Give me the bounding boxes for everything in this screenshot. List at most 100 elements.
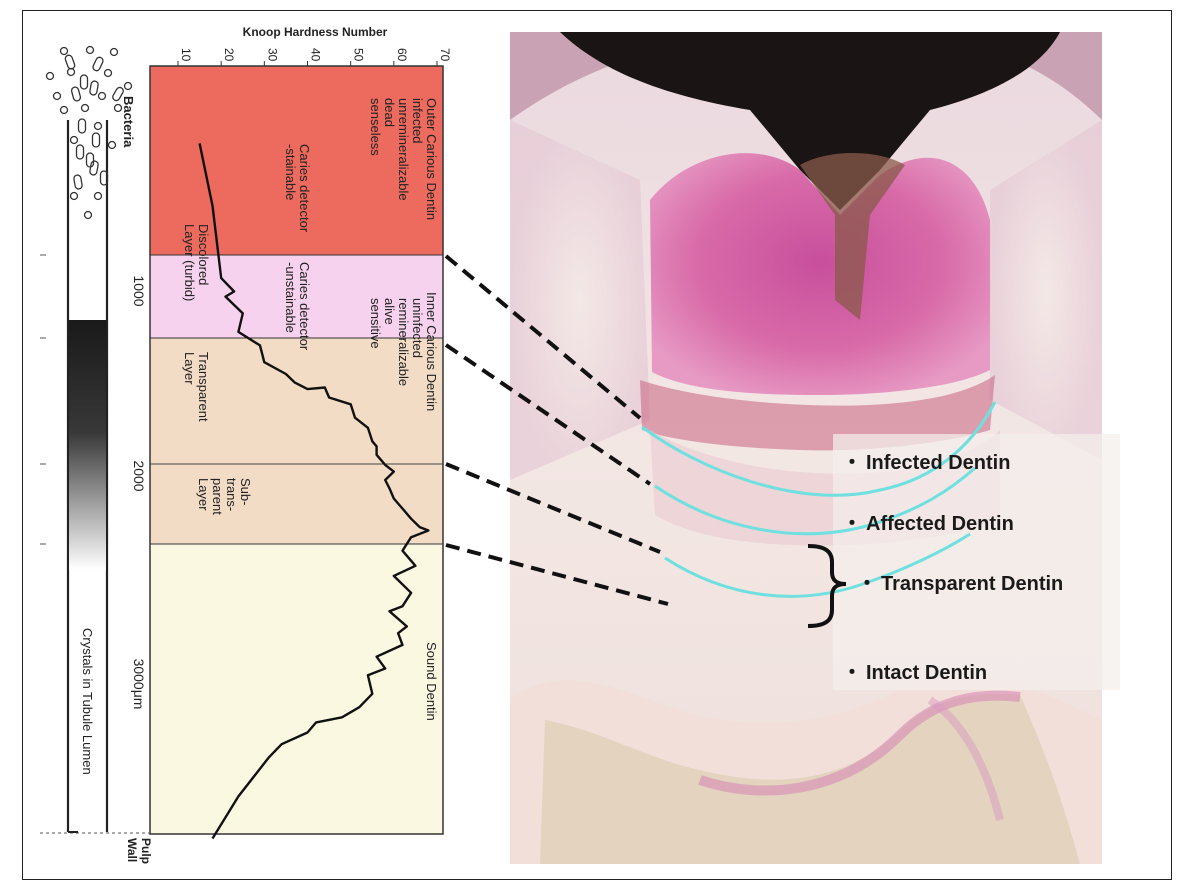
bacterium [97, 91, 107, 101]
outer-line-3: dead [382, 98, 397, 127]
depth-axis: 1000 2000 3000μm [40, 254, 150, 834]
outer-line-4: senseless [368, 98, 383, 156]
label-intact-dentin: ・Intact Dentin [842, 662, 988, 684]
bacterium [103, 68, 113, 78]
tooth-photo [510, 32, 1102, 864]
bacterium [85, 45, 95, 55]
pulp-wall-label-1: Pulp [139, 838, 153, 864]
bacteria-cluster [45, 45, 133, 220]
outer-stain-2: -stainable [283, 144, 298, 200]
hardness-curve [198, 143, 430, 840]
knoop-tick-label: 40 [309, 48, 323, 62]
label-infected-dentin: ・Infected Dentin [842, 452, 1011, 474]
bacterium [112, 86, 124, 102]
connector-infected [444, 254, 642, 420]
depth-tick-3000: 3000μm [131, 659, 147, 710]
discolored-stain-2: -unstainable [283, 262, 298, 333]
bacterium [70, 86, 82, 102]
zone-sound [150, 544, 443, 834]
subtransparent-line-4: Layer [196, 478, 211, 511]
knoop-tick-label: 10 [179, 48, 193, 62]
hardness-chart: 10 20 30 40 50 60 70 Knoop Hardness Number [149, 25, 452, 840]
inner-title: Inner Carious Dentin [424, 292, 439, 411]
depth-tick-2000: 2000 [131, 460, 147, 491]
bacterium [83, 210, 93, 220]
discolored-line-2: Layer (turbid) [182, 224, 197, 301]
bacterium [91, 132, 101, 148]
outer-line-2: unremineralizable [396, 98, 411, 201]
zone-discolored [150, 255, 443, 338]
knoop-tick-label: 50 [352, 48, 366, 62]
boundary-affected-line [654, 466, 976, 536]
bacterium [99, 170, 109, 186]
connector-sound [445, 543, 669, 606]
subtransparent-line-3: parent [210, 478, 225, 515]
subtransparent-line-1: Sub- [238, 478, 253, 505]
inner-line-3: alive [382, 298, 397, 325]
chart-border [149, 65, 444, 835]
bacterium [93, 191, 103, 201]
label-affected-dentin: ・Affected Dentin [842, 513, 1014, 535]
bacterium [92, 56, 104, 72]
bacterium [59, 46, 69, 56]
depth-tick-1000: 1000 [131, 275, 147, 306]
chart-title: Knoop Hardness Number [243, 25, 388, 39]
outer-line-1: infected [410, 98, 425, 144]
subtransparent-line-2: trans- [224, 478, 239, 511]
connector-affected [444, 343, 652, 486]
zone-transparent [150, 338, 443, 544]
bacterium [69, 135, 79, 145]
bacterium [123, 81, 133, 91]
label-box [833, 434, 1120, 690]
curly-brace [807, 544, 847, 628]
boundary-transparent-line [664, 532, 971, 598]
label-transparent-dentin: ・Transparent Dentin [857, 573, 1064, 595]
bacterium [69, 191, 79, 201]
boundary-infected-line [641, 401, 997, 497]
knoop-tick-label: 30 [265, 48, 279, 62]
label-intact-text: Intact Dentin [866, 662, 988, 684]
knoop-tick-label: 60 [395, 48, 409, 62]
bacterium [75, 144, 85, 160]
zone-texts: Outer Carious Dentin infected unreminera… [182, 98, 439, 721]
knoop-tick-label: 70 [438, 48, 452, 62]
bacterium [64, 54, 76, 70]
pulp-wall-label-2: Wall [125, 838, 139, 862]
bacterium [89, 80, 99, 96]
connector-lines [444, 254, 669, 606]
transparent-line-2: Layer [182, 352, 197, 385]
bacterium [77, 118, 87, 134]
bacterium [93, 121, 103, 131]
outer-stain-1: Caries detector [297, 144, 312, 233]
label-affected-text: Affected Dentin [866, 513, 1014, 535]
zone-outer [150, 66, 443, 255]
transparent-line-1: Transparent [196, 352, 211, 422]
bacterium [73, 174, 83, 190]
bacterium [85, 152, 95, 168]
label-infected-text: Infected Dentin [866, 452, 1011, 474]
bacterium [107, 140, 117, 150]
inner-line-1: uninfected [410, 298, 425, 358]
boundary-lines [641, 401, 997, 598]
bacterium [45, 71, 55, 81]
crystals-stipple [69, 320, 106, 570]
bacterium [52, 91, 62, 101]
crystals-label: Crystals in Tubule Lumen [80, 628, 95, 775]
discolored-stain-1: Caries detector [297, 262, 312, 351]
knoop-axis: 10 20 30 40 50 60 70 [177, 48, 452, 66]
bacterium [66, 67, 76, 77]
label-transparent-text: Transparent Dentin [881, 573, 1064, 595]
bacterium [59, 105, 69, 115]
outer-title: Outer Carious Dentin [424, 98, 439, 220]
knoop-tick-label: 20 [222, 48, 236, 62]
tubule-schematic: Crystals in Tubule Lumen [45, 45, 133, 833]
inner-line-2: remineralizable [396, 298, 411, 386]
bacterium [80, 103, 90, 113]
sound-title: Sound Dentin [424, 642, 439, 721]
discolored-line-1: Discolored [196, 224, 211, 285]
connector-transparent [445, 462, 661, 554]
bacteria-label: Bacteria [121, 96, 136, 148]
inner-line-4: sensitive [368, 298, 383, 349]
bacterium [109, 47, 119, 57]
